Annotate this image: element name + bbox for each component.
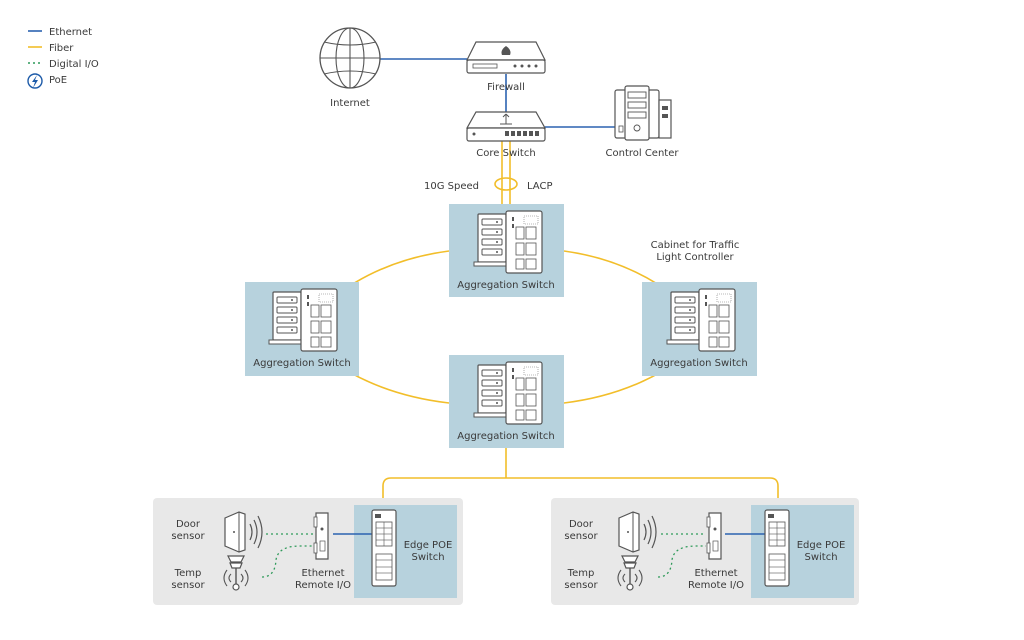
remote-io-icon: [313, 512, 329, 560]
lacp-label: LACP: [527, 181, 552, 192]
agg-bottom-label: Aggregation Switch: [457, 431, 554, 442]
agg-left-label: Aggregation Switch: [253, 358, 350, 369]
firewall-icon: [466, 41, 546, 74]
temp-sensor-label-line1: Temp: [567, 568, 595, 579]
temp-sensor-label-line1: Temp: [174, 568, 202, 579]
temp-sensor-label-line2: sensor: [171, 580, 205, 591]
agg-top-label: Aggregation Switch: [457, 280, 554, 291]
agg-right-label: Aggregation Switch: [650, 358, 747, 369]
internet-globe-icon: [319, 27, 381, 89]
control-center-label: Control Center: [606, 148, 680, 159]
cabinet-label-line2: Light Controller: [656, 252, 734, 263]
core-switch-label: Core Switch: [476, 148, 535, 159]
legend: Ethernet Fiber Digital I/O PoE: [27, 27, 99, 89]
legend-digital-io-label: Digital I/O: [49, 59, 99, 70]
cabinet-label-line1: Cabinet for Traffic: [651, 240, 740, 251]
temp-sensor-label-line2: sensor: [564, 580, 598, 591]
edge-switch-label-line2: Switch: [804, 552, 837, 563]
speed-label: 10G Speed: [424, 181, 479, 192]
firewall-label: Firewall: [487, 82, 525, 93]
remote-io-label-line1: Ethernet: [694, 568, 737, 579]
edge-poe-switch-icon: [371, 509, 397, 587]
legend-fiber-label: Fiber: [49, 43, 74, 54]
lacp-ellipse: [494, 177, 518, 191]
aggregation-switch-bottom: Aggregation Switch: [449, 355, 564, 448]
remote-io-icon: [706, 512, 722, 560]
field-site-1: Door sensor Temp sensor Ethernet Remote …: [153, 498, 463, 605]
door-sensor-label-line1: Door: [176, 519, 201, 530]
edge-switch-label-line1: Edge POE: [404, 540, 453, 551]
edge-switch-label-line2: Switch: [411, 552, 444, 563]
remote-io-label-line1: Ethernet: [301, 568, 344, 579]
poe-lightning-icon: [27, 73, 43, 89]
core-switch-icon: [465, 111, 547, 142]
remote-io-label-line2: Remote I/O: [295, 580, 351, 591]
field-site-2: Door sensor Temp sensor Ethernet Remote …: [551, 498, 859, 605]
legend-ethernet-label: Ethernet: [49, 27, 92, 38]
internet-label: Internet: [330, 98, 370, 109]
control-center-icon: [614, 85, 672, 141]
door-sensor-label-line1: Door: [569, 519, 594, 530]
aggregation-switch-right: Aggregation Switch: [642, 282, 757, 376]
door-sensor-label-line2: sensor: [171, 531, 205, 542]
door-sensor-label-line2: sensor: [564, 531, 598, 542]
edge-poe-switch-icon: [764, 509, 790, 587]
aggregation-switch-left: Aggregation Switch: [245, 282, 359, 376]
fiber-link-agg-edge: [382, 448, 779, 510]
legend-poe-label: PoE: [49, 75, 67, 86]
edge-switch-label-line1: Edge POE: [797, 540, 846, 551]
remote-io-label-line2: Remote I/O: [688, 580, 744, 591]
aggregation-switch-top: Aggregation Switch: [449, 204, 564, 297]
